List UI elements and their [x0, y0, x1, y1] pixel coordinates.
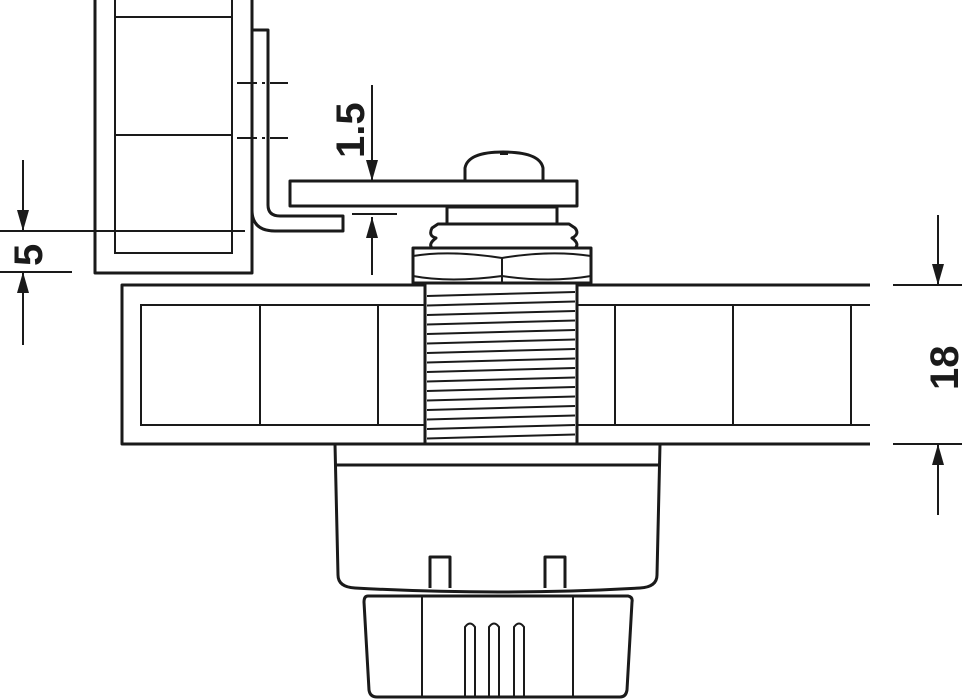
hinge-bracket	[237, 28, 345, 233]
thread-line	[426, 405, 576, 411]
dimension-plate-gap: 1.5	[329, 85, 397, 275]
thread-line	[426, 367, 576, 373]
thread-line	[426, 300, 576, 307]
thread-line	[426, 338, 576, 345]
lock-body	[333, 442, 662, 594]
hex-nut	[411, 205, 593, 285]
thread-line	[426, 310, 576, 316]
dimension-offset: 5	[0, 160, 245, 345]
thread-line	[426, 329, 576, 335]
thread-line	[426, 291, 576, 297]
door-panel-left	[93, 0, 254, 275]
thread-line	[426, 386, 576, 392]
dimension-label-18: 18	[923, 346, 964, 391]
threaded-shaft	[423, 281, 579, 446]
thread-line	[426, 348, 576, 354]
thread-line	[426, 424, 576, 430]
thread-line	[426, 319, 576, 326]
thread-line	[426, 433, 576, 440]
dimension-label-5: 5	[7, 244, 51, 266]
dimension-label-1-5: 1.5	[329, 102, 373, 158]
thread-line	[426, 395, 576, 402]
thread-line	[426, 357, 576, 364]
dimension-panel-thickness: 18	[893, 215, 964, 515]
mounting-plate	[288, 150, 579, 208]
thread-line	[426, 376, 576, 383]
lock-knob	[362, 594, 634, 699]
thread-line	[426, 414, 576, 421]
